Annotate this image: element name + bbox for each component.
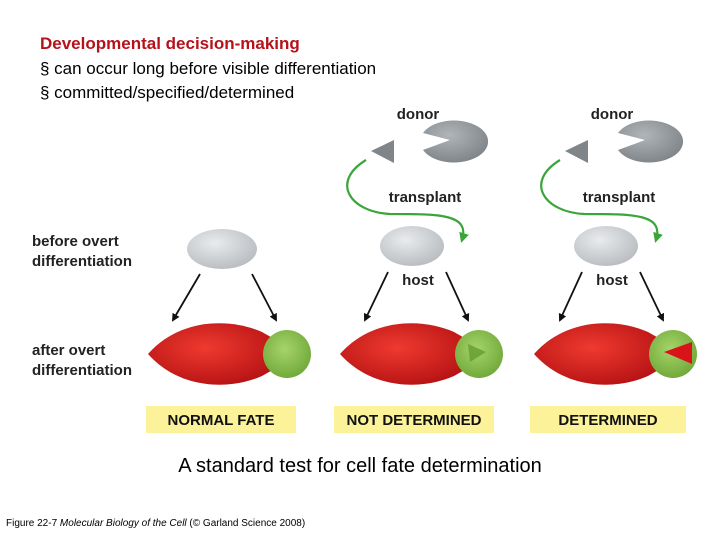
arrow-left — [363, 271, 389, 322]
fate-label-normal: NORMAL FATE — [168, 412, 275, 429]
fate-determination-diagram: before overt differentiation after overt… — [32, 106, 697, 433]
arrow-left — [171, 273, 201, 322]
panel-not-determined: donor transplant host NOT DETERMINED — [334, 106, 503, 433]
credit-book-title: Molecular Biology of the Cell — [59, 518, 187, 529]
figure-credit: Figure 22-7 Molecular Biology of the Cel… — [6, 518, 305, 529]
bullet-committed: § committed/specified/determined — [40, 83, 295, 102]
transplant-arrow — [540, 159, 663, 243]
panel-normal-fate: NORMAL FATE — [146, 229, 311, 433]
label-after-line2: differentiation — [32, 362, 132, 379]
credit-prefix: Figure 22-7 — [6, 518, 60, 529]
donor-label: donor — [591, 106, 634, 123]
panel-determined: donor transplant host DETERMINED — [530, 106, 697, 433]
host-cell — [380, 226, 444, 266]
arrow-right — [639, 271, 665, 322]
red-body — [534, 323, 662, 385]
arrow-right — [251, 273, 277, 322]
transplant-label: transplant — [583, 189, 656, 206]
red-body — [340, 323, 468, 385]
host-cell — [574, 226, 638, 266]
host-label: host — [596, 272, 628, 289]
grafted-piece-red — [664, 342, 692, 364]
transplanted-piece — [565, 140, 588, 163]
fate-bar-not-determined — [334, 406, 494, 433]
credit-suffix: (© Garland Science 2008) — [186, 518, 306, 529]
fate-bar-normal — [146, 406, 296, 433]
red-body — [148, 323, 276, 385]
host-label: host — [402, 272, 434, 289]
transplant-arrow — [346, 159, 469, 243]
figure-caption: A standard test for cell fate determinat… — [178, 455, 542, 477]
grafted-piece-green — [468, 344, 486, 362]
transplanted-piece — [371, 140, 394, 163]
fate-bar-determined — [530, 406, 686, 433]
slide-title: Developmental decision-making — [40, 34, 300, 53]
arrow-right — [445, 271, 470, 322]
fate-label-not-determined: NOT DETERMINED — [347, 412, 482, 429]
label-after-line1: after overt — [32, 342, 105, 359]
donor-label: donor — [397, 106, 440, 123]
transplant-label: transplant — [389, 189, 462, 206]
fate-label-determined: DETERMINED — [558, 412, 657, 429]
donor-cell — [618, 120, 684, 163]
arrow-left — [558, 271, 583, 322]
precursor-cell — [187, 229, 257, 269]
green-tip — [263, 330, 311, 378]
bullet-visible-differentiation: § can occur long before visible differen… — [40, 59, 377, 78]
label-before-line1: before overt — [32, 233, 119, 250]
donor-cell — [423, 120, 489, 163]
label-before-line2: differentiation — [32, 253, 132, 270]
